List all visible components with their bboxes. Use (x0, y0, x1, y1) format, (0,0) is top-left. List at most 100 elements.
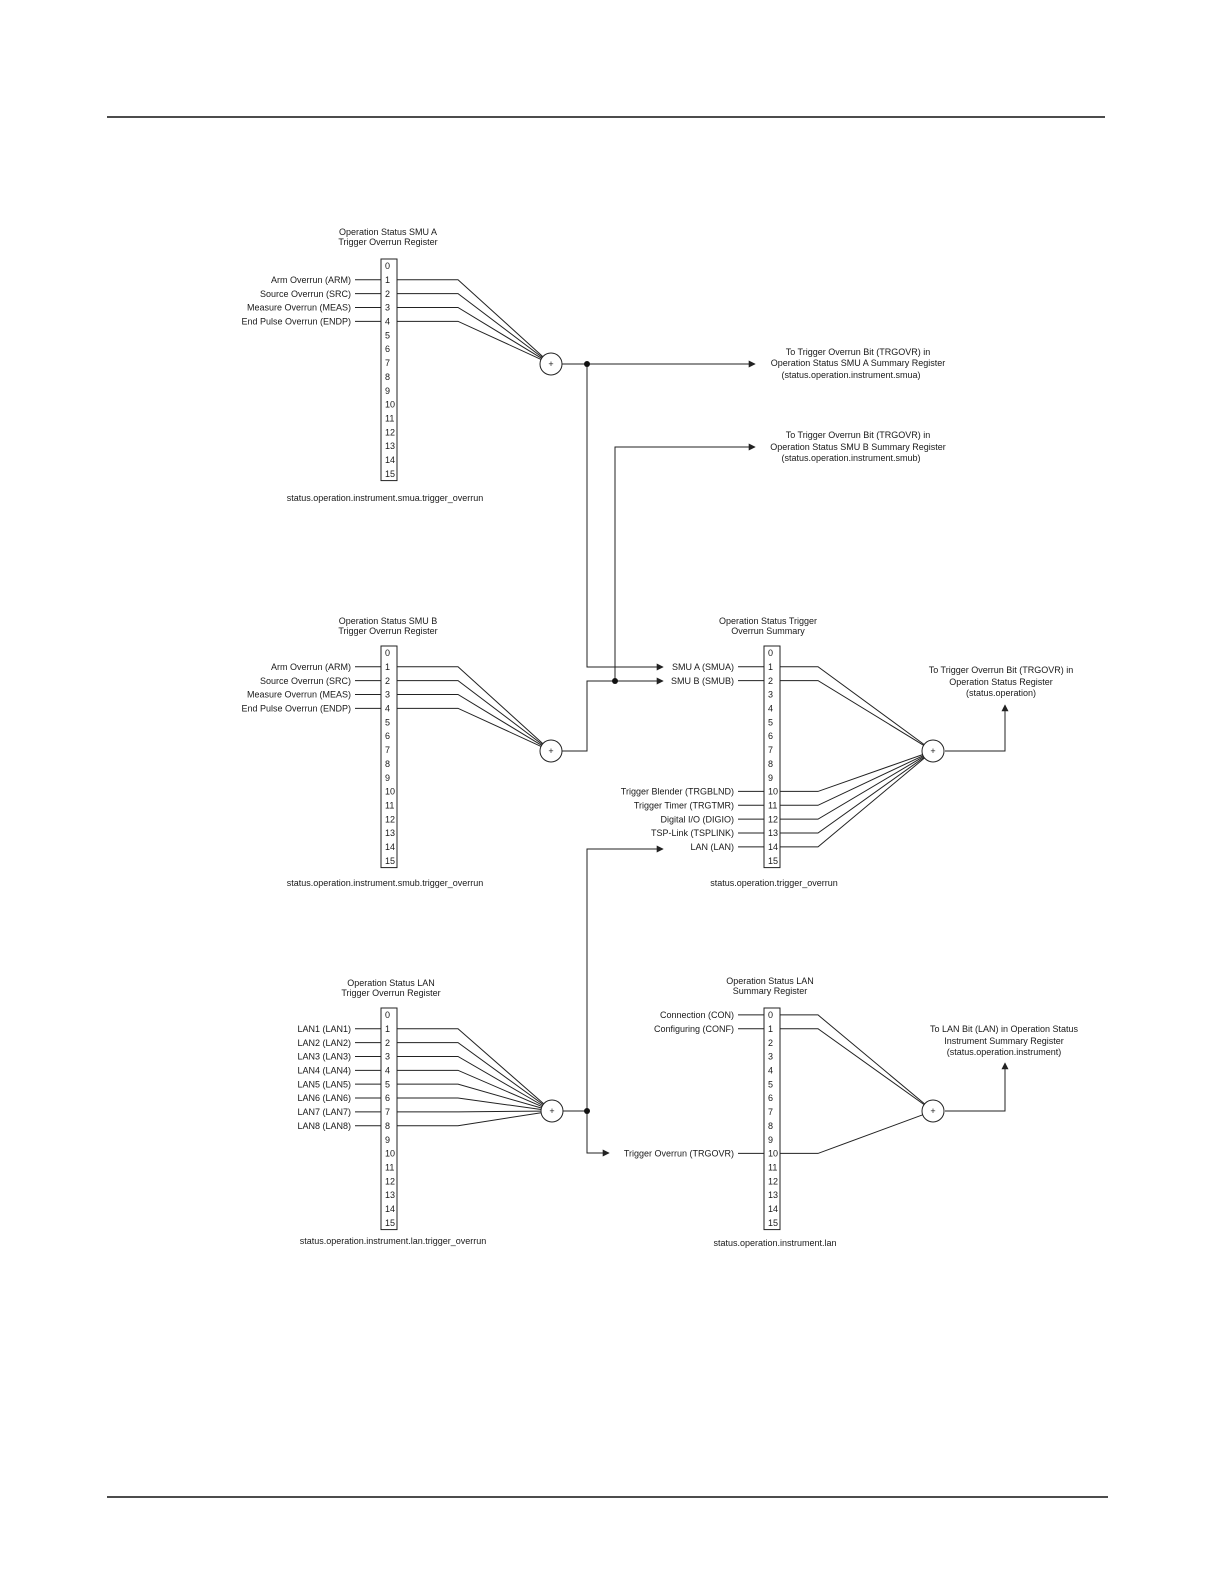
bit-number: 4 (385, 317, 390, 327)
fan-line (780, 756, 924, 820)
bit-number: 3 (385, 1052, 390, 1062)
input-lan-bit-8: LAN8 (LAN8) (297, 1112, 542, 1131)
output-label-line: Instrument Summary Register (944, 1036, 1064, 1046)
input-trig-bit-1: SMU A (SMUA) (672, 662, 925, 745)
bit-number: 4 (768, 1066, 773, 1076)
bit-number: 13 (385, 1190, 395, 1200)
bit-number: 13 (385, 828, 395, 838)
junction-dot-lan (584, 1108, 590, 1114)
bit-number: 0 (768, 648, 773, 658)
bit-number: 3 (385, 690, 390, 700)
register-command: status.operation.instrument.lan.trigger_… (300, 1236, 487, 1246)
bit-number: 2 (385, 676, 390, 686)
register-title: Operation Status LAN (726, 976, 814, 986)
input-label: LAN2 (LAN2) (297, 1038, 351, 1048)
bit-number: 6 (768, 1093, 773, 1103)
bit-number: 10 (768, 787, 778, 797)
input-label: LAN1 (LAN1) (297, 1024, 351, 1034)
or-gate (540, 1099, 564, 1123)
bit-number: 6 (385, 1093, 390, 1103)
or-symbol: + (548, 359, 553, 369)
fan-line (780, 1114, 923, 1154)
output-label-line: (status.operation.instrument.smua) (781, 370, 920, 380)
input-lan-bit-2: LAN2 (LAN2) (297, 1038, 544, 1105)
bit-number: 12 (385, 427, 395, 437)
fan-line (397, 1083, 542, 1109)
fan-line (780, 666, 925, 745)
bit-number: 13 (768, 1190, 778, 1200)
register-title: Operation Status SMU B (339, 616, 438, 626)
or-symbol: + (930, 746, 935, 756)
input-label: Configuring (CONF) (654, 1024, 734, 1034)
input-label: Measure Overrun (MEAS) (247, 303, 351, 313)
bit-number: 10 (385, 400, 395, 410)
input-label: LAN5 (LAN5) (297, 1079, 351, 1089)
bit-number: 1 (768, 1024, 773, 1034)
bit-number: 11 (768, 1162, 777, 1172)
bit-number: 8 (768, 1121, 773, 1131)
input-lansum-bit-0: Connection (CON) (660, 1010, 925, 1105)
register-box (380, 258, 398, 482)
fan-line (780, 1014, 925, 1105)
input-label: Digital I/O (DIGIO) (660, 814, 734, 824)
input-label: LAN6 (LAN6) (297, 1093, 351, 1103)
register-command: status.operation.instrument.lan (713, 1238, 836, 1248)
junction-dot-smub (612, 678, 618, 684)
bit-number: 12 (768, 1176, 778, 1186)
bit-number: 6 (385, 731, 390, 741)
bit-number: 8 (385, 759, 390, 769)
input-label: Connection (CON) (660, 1010, 734, 1020)
input-label: LAN4 (LAN4) (297, 1066, 351, 1076)
bit-number: 4 (768, 704, 773, 714)
bit-number: 2 (385, 1038, 390, 1048)
bit-number: 5 (385, 717, 390, 727)
fan-line (397, 1110, 542, 1113)
input-lan-bit-4: LAN4 (LAN4) (297, 1066, 543, 1108)
output-label-lan-summary: To LAN Bit (LAN) in Operation Status Ins… (930, 1024, 1079, 1057)
input-trig-bit-11: Trigger Timer (TRGTMR) (634, 755, 924, 810)
bit-number: 10 (385, 1149, 395, 1159)
bit-number: 1 (768, 662, 773, 672)
output-label-line: Operation Status SMU B Summary Register (770, 442, 946, 452)
wire-lansum-output (945, 1062, 1009, 1112)
input-smub-bit-3: Measure Overrun (MEAS) (247, 690, 542, 746)
bit-number: 14 (385, 1204, 395, 1214)
fan-line (780, 754, 923, 792)
output-label-line: To Trigger Overrun Bit (TRGOVR) in (786, 347, 931, 357)
input-smub-bit-2: Source Overrun (SRC) (260, 676, 543, 745)
input-label: Source Overrun (SRC) (260, 676, 351, 686)
or-symbol: + (549, 1106, 554, 1116)
bit-number: 9 (385, 386, 390, 396)
input-label: SMU A (SMUA) (672, 662, 734, 672)
bit-number: 0 (768, 1010, 773, 1020)
wire-lan-to-trigger (586, 845, 664, 1111)
fan-line (780, 756, 925, 834)
input-label: SMU B (SMUB) (671, 676, 734, 686)
bit-number: 3 (768, 1052, 773, 1062)
input-trig-bit-10: Trigger Blender (TRGBLND) (621, 754, 923, 797)
input-lan-bit-7: LAN7 (LAN7) (297, 1107, 542, 1117)
output-label-trigger: To Trigger Overrun Bit (TRGOVR) in Opera… (929, 665, 1074, 698)
output-label-line: (status.operation.instrument) (947, 1047, 1062, 1057)
bit-number: 14 (768, 842, 778, 852)
register-command: status.operation.instrument.smub.trigger… (287, 878, 484, 888)
bit-number: 15 (385, 1218, 395, 1228)
bit-number: 13 (768, 828, 778, 838)
fan-line (397, 1069, 543, 1108)
fan-line (397, 680, 543, 745)
fan-line (397, 1042, 544, 1105)
bit-number: 1 (385, 275, 390, 285)
input-label: Trigger Overrun (TRGOVR) (624, 1149, 734, 1159)
input-trig-bit-12: Digital I/O (DIGIO) (660, 756, 924, 824)
bit-number: 7 (385, 745, 390, 755)
output-label-line: To LAN Bit (LAN) in Operation Status (930, 1024, 1079, 1034)
or-symbol: + (548, 746, 553, 756)
bit-number: 1 (385, 662, 390, 672)
bit-number: 11 (385, 1162, 394, 1172)
input-trig-bit-14: LAN (LAN) (690, 757, 925, 852)
wire-smub-output (614, 443, 756, 681)
bit-number: 15 (385, 856, 395, 866)
